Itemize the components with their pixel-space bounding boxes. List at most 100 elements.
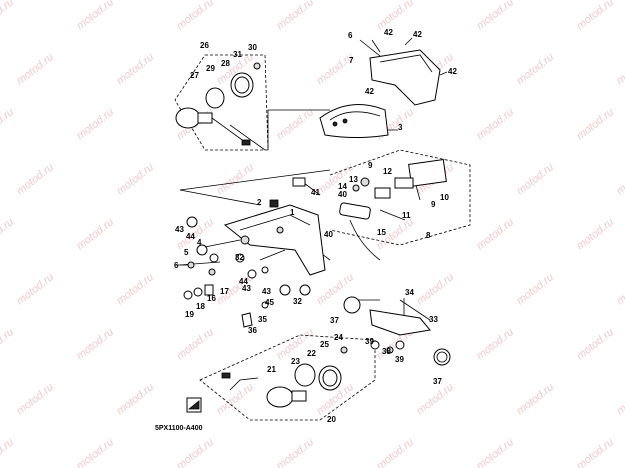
watermark-text: motod.ru	[14, 161, 56, 197]
collar-part-32	[235, 253, 245, 263]
watermark-text: motod.ru	[414, 381, 456, 417]
callout-44: 44	[239, 277, 248, 286]
callout-23: 23	[291, 357, 300, 366]
callout-39: 39	[395, 355, 404, 364]
watermark-text: motod.ru	[14, 271, 56, 307]
watermark-text: motod.ru	[574, 106, 616, 142]
watermark-text: motod.ru	[0, 0, 16, 32]
watermark-text: motod.ru	[214, 161, 256, 197]
watermark-text: motod.ru	[74, 326, 116, 362]
callout-37: 37	[433, 377, 442, 386]
callout-2: 2	[257, 198, 262, 207]
damper-part-5	[196, 244, 208, 256]
cable-clip-part-36	[241, 312, 253, 328]
watermark-text: motod.ru	[574, 436, 616, 468]
washer-part-18	[193, 287, 203, 297]
callout-27: 27	[190, 71, 199, 80]
watermark-text: motod.ru	[574, 326, 616, 362]
diagram-code: 5PX1100-A400	[155, 425, 203, 432]
callout-44: 44	[186, 232, 195, 241]
callout-36: 36	[248, 326, 257, 335]
callout-30: 30	[248, 43, 257, 52]
callout-13: 13	[349, 175, 358, 184]
watermark-text: motod.ru	[574, 0, 616, 32]
watermark-text: motod.ru	[114, 271, 156, 307]
callout-3: 3	[398, 123, 403, 132]
callout-39: 39	[365, 337, 374, 346]
connector-part-41	[292, 177, 306, 187]
washer-part-43	[279, 284, 291, 296]
watermark-text: motod.ru	[614, 381, 625, 417]
bolt-part-35	[261, 301, 269, 309]
callout-9: 9	[368, 161, 373, 170]
watermark-text: motod.ru	[514, 381, 556, 417]
stay-part-16	[204, 284, 214, 296]
callout-21: 21	[267, 365, 276, 374]
callout-40: 40	[324, 230, 333, 239]
watermark-text: motod.ru	[14, 381, 56, 417]
watermark-text: motod.ru	[474, 436, 516, 468]
watermark-text: motod.ru	[514, 161, 556, 197]
callout-14: 14	[338, 182, 347, 191]
callout-15: 15	[377, 228, 386, 237]
watermark-text: motod.ru	[474, 0, 516, 32]
callout-5: 5	[184, 248, 189, 257]
callout-4: 4	[197, 238, 202, 247]
callout-33: 33	[429, 315, 438, 324]
screw-part-24	[340, 346, 348, 354]
watermark-text: motod.ru	[174, 0, 216, 32]
callout-19: 19	[185, 310, 194, 319]
reflector-part-37	[343, 296, 361, 314]
watermark-text: motod.ru	[574, 216, 616, 252]
callout-22: 22	[307, 349, 316, 358]
callout-6: 6	[174, 261, 179, 270]
watermark-text: motod.ru	[274, 436, 316, 468]
watermark-text: motod.ru	[74, 216, 116, 252]
callout-40: 40	[338, 190, 347, 199]
callout-43: 43	[262, 287, 271, 296]
callout-45: 45	[265, 298, 274, 307]
callout-42: 42	[384, 28, 393, 37]
callout-32: 32	[293, 297, 302, 306]
flasher-part-21	[266, 386, 307, 408]
callout-20: 20	[327, 415, 336, 424]
callout-35: 35	[258, 315, 267, 324]
watermark-text: motod.ru	[0, 326, 16, 362]
bracket-part-33	[369, 309, 431, 336]
nut-part-19	[183, 290, 193, 300]
watermark-text: motod.ru	[74, 436, 116, 468]
tail-light-lens-part-3	[319, 104, 389, 138]
bulb-part-27	[175, 107, 251, 146]
wire-part-15	[349, 219, 381, 261]
watermark-text: motod.ru	[0, 216, 16, 252]
parts	[175, 37, 451, 413]
watermark-text: motod.ru	[514, 51, 556, 87]
callout-labels: 1234566789910111213141516171819202122232…	[174, 28, 457, 424]
callout-31: 31	[233, 50, 242, 59]
watermark-text: motod.ru	[74, 0, 116, 32]
watermark-text: motod.ru	[374, 0, 416, 32]
watermark-text: motod.ru	[114, 381, 156, 417]
callout-16: 16	[207, 294, 216, 303]
wire-part-20	[229, 377, 259, 391]
watermark-text: motod.ru	[614, 161, 625, 197]
callout-17: 17	[220, 287, 229, 296]
callout-7: 7	[349, 56, 354, 65]
callout-24: 24	[334, 333, 343, 342]
callout-28: 28	[221, 59, 230, 68]
callout-42: 42	[365, 87, 374, 96]
callout-42: 42	[413, 30, 422, 39]
watermark-text: motod.ru	[274, 106, 316, 142]
callout-11: 11	[402, 211, 411, 220]
watermark-text: motod.ru	[614, 51, 625, 87]
watermark-text: motod.ru	[274, 0, 316, 32]
callout-9: 9	[431, 200, 436, 209]
lens-part-15	[339, 202, 371, 220]
watermark-text: motod.ru	[14, 51, 56, 87]
callout-26: 26	[200, 41, 209, 50]
watermark-text: motod.ru	[474, 216, 516, 252]
callout-18: 18	[196, 302, 205, 311]
callout-37: 37	[330, 316, 339, 325]
watermark-text: motod.ru	[114, 51, 156, 87]
